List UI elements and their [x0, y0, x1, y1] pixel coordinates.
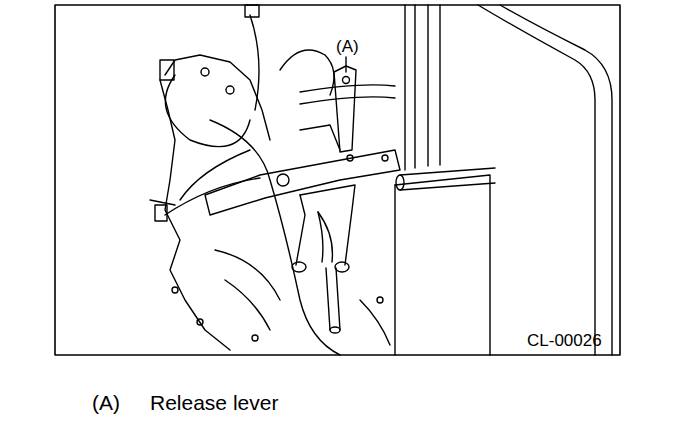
callout-letter: (A) — [334, 38, 361, 55]
transmission-housing — [150, 55, 390, 355]
figure-code: CL-00026 — [527, 332, 602, 349]
figure-frame — [55, 5, 620, 355]
body-panel — [395, 5, 490, 355]
pipe — [300, 5, 612, 355]
release-lever — [292, 66, 356, 333]
callout-letter: (A) — [92, 392, 120, 413]
part-name: Release lever — [150, 392, 278, 413]
leader-line — [345, 57, 346, 72]
